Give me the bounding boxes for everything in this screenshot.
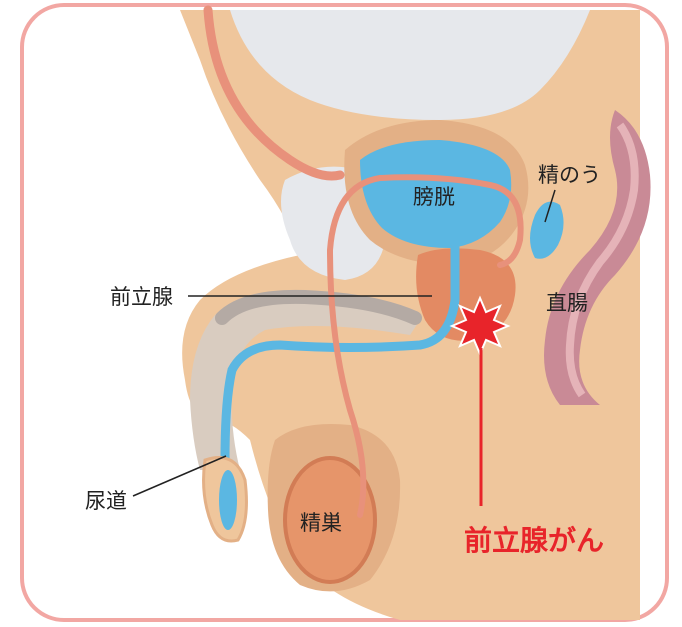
seminal-vesicle-label: 精のう	[538, 163, 601, 187]
rectum-label: 直腸	[546, 291, 588, 315]
testis-label: 精巣	[300, 511, 342, 535]
urethra-label: 尿道	[85, 489, 127, 513]
cancer-starburst-icon	[452, 298, 508, 354]
prostate-cancer-label: 前立腺がん	[464, 524, 604, 557]
glans-urethra	[219, 470, 237, 530]
prostate-label: 前立腺	[110, 285, 173, 309]
bladder-label: 膀胱	[413, 185, 455, 209]
